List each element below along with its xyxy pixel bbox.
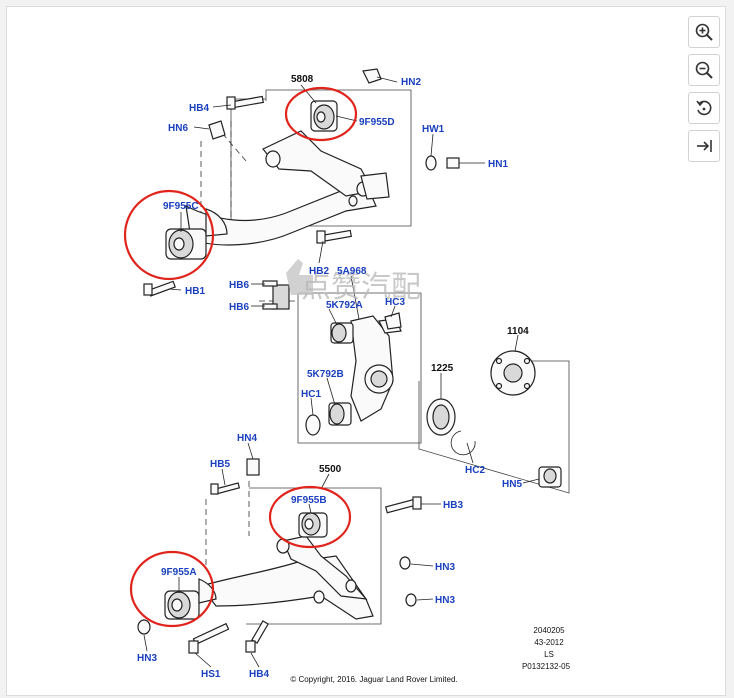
label-5a968[interactable]: 5A968 xyxy=(337,266,367,277)
zoom-out-icon xyxy=(695,61,713,79)
highlight-rings xyxy=(123,86,358,628)
nut-hn3-upper xyxy=(399,556,411,570)
nut-hn3-left xyxy=(137,619,151,635)
label-hn3-left[interactable]: HN3 xyxy=(137,653,157,664)
label-hb5[interactable]: HB5 xyxy=(210,459,230,470)
bolt-hs1 xyxy=(188,622,230,654)
fit-button[interactable] xyxy=(688,130,720,162)
hub-1104 xyxy=(490,350,536,396)
highlight-9f955d[interactable] xyxy=(284,86,358,142)
bracket-hb6 xyxy=(262,280,290,310)
label-hb4[interactable]: HB4 xyxy=(189,103,209,114)
label-hn3-lower[interactable]: HN3 xyxy=(435,595,455,606)
label-hn1[interactable]: HN1 xyxy=(488,159,508,170)
label-hb6-lower[interactable]: HB6 xyxy=(229,302,249,313)
label-hb6-upper[interactable]: HB6 xyxy=(229,280,249,291)
lower-control-arm xyxy=(199,535,374,620)
label-hc2[interactable]: HC2 xyxy=(465,465,485,476)
hub-box xyxy=(418,360,570,494)
bushing-9f955d xyxy=(310,100,338,132)
viewer-toolbar xyxy=(688,16,722,168)
label-hn6[interactable]: HN6 xyxy=(168,123,188,134)
bushing-9f955a xyxy=(164,578,217,620)
knuckle-box xyxy=(297,292,422,444)
label-hc1[interactable]: HC1 xyxy=(301,389,321,400)
label-hb2[interactable]: HB2 xyxy=(309,266,329,277)
highlight-9f955c[interactable] xyxy=(123,189,215,281)
dash-line xyxy=(215,125,247,162)
highlight-9f955b[interactable] xyxy=(268,485,352,549)
watermark-text: 点赞汽配 xyxy=(301,270,421,305)
parts-diagram: 点赞汽配 HB4 HN6 5808 HN2 9F955D HW1 HN1 9F9… xyxy=(123,68,571,684)
washer-hw1 xyxy=(425,155,460,171)
label-hs1[interactable]: HS1 xyxy=(201,669,221,680)
rotate-icon xyxy=(696,100,712,116)
copyright-text: © Copyright, 2016. Jaguar Land Rover Lim… xyxy=(290,675,457,684)
label-5500[interactable]: 5500 xyxy=(319,464,342,475)
thumbs-up-icon xyxy=(286,259,313,295)
bushing-5k792a xyxy=(330,322,354,344)
label-9f955d[interactable]: 9F955D xyxy=(359,117,395,128)
bearing-1225 xyxy=(426,398,456,436)
clip-hc1 xyxy=(305,414,321,436)
label-hn5[interactable]: HN5 xyxy=(502,479,522,490)
label-hb3[interactable]: HB3 xyxy=(443,500,463,511)
upper-control-arm xyxy=(185,130,390,246)
bracket-hn2 xyxy=(362,68,382,84)
label-9f955c[interactable]: 9F955C xyxy=(163,201,199,212)
circlip-hc2 xyxy=(450,430,476,456)
nut-hn3-lower xyxy=(405,593,417,607)
info-line-3: LS xyxy=(544,650,554,659)
bushing-9f955b xyxy=(298,512,328,538)
zoom-in-icon xyxy=(695,23,713,41)
label-9f955a[interactable]: 9F955A xyxy=(161,567,197,578)
label-1104[interactable]: 1104 xyxy=(507,326,529,337)
highlight-9f955a[interactable] xyxy=(129,550,215,628)
label-hc3[interactable]: HC3 xyxy=(385,297,405,308)
label-hb1[interactable]: HB1 xyxy=(185,286,205,297)
label-5808[interactable]: 5808 xyxy=(291,74,314,85)
bolt-hb4 xyxy=(226,95,264,110)
nut-hn5 xyxy=(538,466,562,488)
label-5k792b[interactable]: 5K792B xyxy=(307,369,344,380)
rotate-button[interactable] xyxy=(688,92,720,124)
label-1225[interactable]: 1225 xyxy=(431,363,454,374)
bolt-hb2 xyxy=(316,229,352,244)
info-line-1: 2040205 xyxy=(533,626,565,635)
nut-hn6 xyxy=(208,120,226,140)
watermark: 点赞汽配 xyxy=(286,259,421,305)
label-9f955b[interactable]: 9F955B xyxy=(291,495,327,506)
clip-hc3 xyxy=(384,312,402,330)
bracket-hn4 xyxy=(246,458,260,476)
zoom-in-button[interactable] xyxy=(688,16,720,48)
leader-lines xyxy=(143,76,540,668)
bushing-9f955c xyxy=(165,208,228,260)
info-line-2: 43-2012 xyxy=(534,638,564,647)
label-hn3-upper[interactable]: HN3 xyxy=(435,562,455,573)
zoom-out-button[interactable] xyxy=(688,54,720,86)
info-block: 2040205 43-2012 LS P0132132-05 xyxy=(522,626,571,671)
bolt-hb3 xyxy=(384,496,422,514)
part-labels: HB4 HN6 5808 HN2 9F955D HW1 HN1 9F955C H… xyxy=(137,74,529,680)
bolt-hb4-lower xyxy=(245,620,269,653)
label-5k792a[interactable]: 5K792A xyxy=(326,300,363,311)
bolt-hb5 xyxy=(210,482,241,495)
diagram-canvas[interactable]: 点赞汽配 HB4 HN6 5808 HN2 9F955D HW1 HN1 9F9… xyxy=(6,6,726,696)
knuckle xyxy=(350,315,402,422)
info-line-4: P0132132-05 xyxy=(522,662,571,671)
label-hb4-lower[interactable]: HB4 xyxy=(249,669,269,680)
bolt-hb1 xyxy=(143,280,176,297)
label-hn2[interactable]: HN2 xyxy=(401,77,421,88)
label-hw1[interactable]: HW1 xyxy=(422,124,445,135)
fit-icon xyxy=(697,140,712,152)
label-hn4[interactable]: HN4 xyxy=(237,433,257,444)
bushing-5k792b xyxy=(328,402,352,426)
